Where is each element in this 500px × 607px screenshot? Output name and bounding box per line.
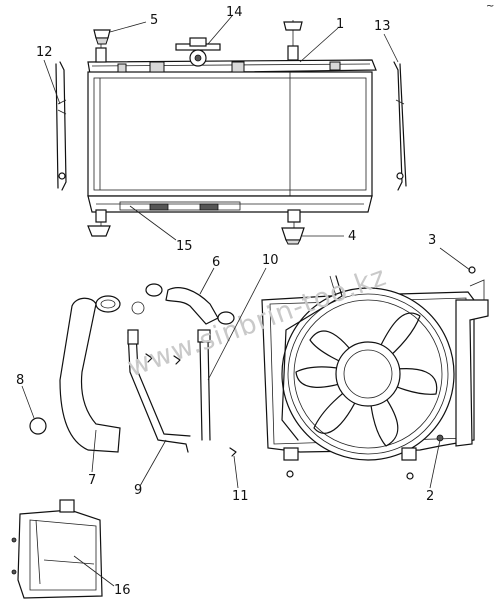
callout-7: 7 bbox=[88, 473, 96, 488]
callout-4: 4 bbox=[348, 229, 356, 244]
upper-hose bbox=[145, 283, 235, 325]
left-side-seal bbox=[55, 61, 67, 191]
callout-6: 6 bbox=[212, 255, 220, 270]
radiator-cap bbox=[175, 37, 221, 67]
callout-labels: 5 14 1 12 13 15 4 3 6 10 8 7 9 11 2 16 bbox=[16, 5, 436, 598]
callout-9: 9 bbox=[134, 483, 142, 498]
corner-mark: ~ bbox=[486, 1, 494, 12]
leader-lines bbox=[21, 15, 471, 587]
lower-mount-pins bbox=[95, 209, 301, 232]
callout-1: 1 bbox=[336, 17, 344, 32]
hose-clips bbox=[145, 353, 237, 457]
callout-10: 10 bbox=[262, 253, 279, 268]
callout-16: 16 bbox=[114, 583, 131, 598]
callout-8: 8 bbox=[16, 373, 24, 388]
overflow-hose bbox=[127, 329, 191, 453]
callout-11: 11 bbox=[232, 489, 249, 504]
right-side-seal bbox=[393, 61, 407, 191]
callout-5: 5 bbox=[150, 13, 158, 28]
upper-insulator-right bbox=[283, 21, 303, 31]
lower-hose bbox=[59, 295, 121, 453]
bleeder-hose bbox=[197, 329, 211, 441]
radiator-assembly bbox=[87, 20, 377, 232]
callout-15: 15 bbox=[176, 239, 193, 254]
hose-clamp bbox=[29, 417, 47, 435]
callout-12: 12 bbox=[36, 45, 53, 60]
callout-13: 13 bbox=[374, 19, 391, 34]
upper-insulator bbox=[93, 29, 111, 45]
callout-2: 2 bbox=[426, 489, 434, 504]
lower-insulators bbox=[87, 225, 305, 245]
fan-shroud-assembly bbox=[261, 266, 489, 480]
expansion-tank bbox=[11, 499, 103, 599]
small-clamp bbox=[131, 301, 145, 315]
callout-14: 14 bbox=[226, 5, 243, 20]
callout-3: 3 bbox=[428, 233, 436, 248]
